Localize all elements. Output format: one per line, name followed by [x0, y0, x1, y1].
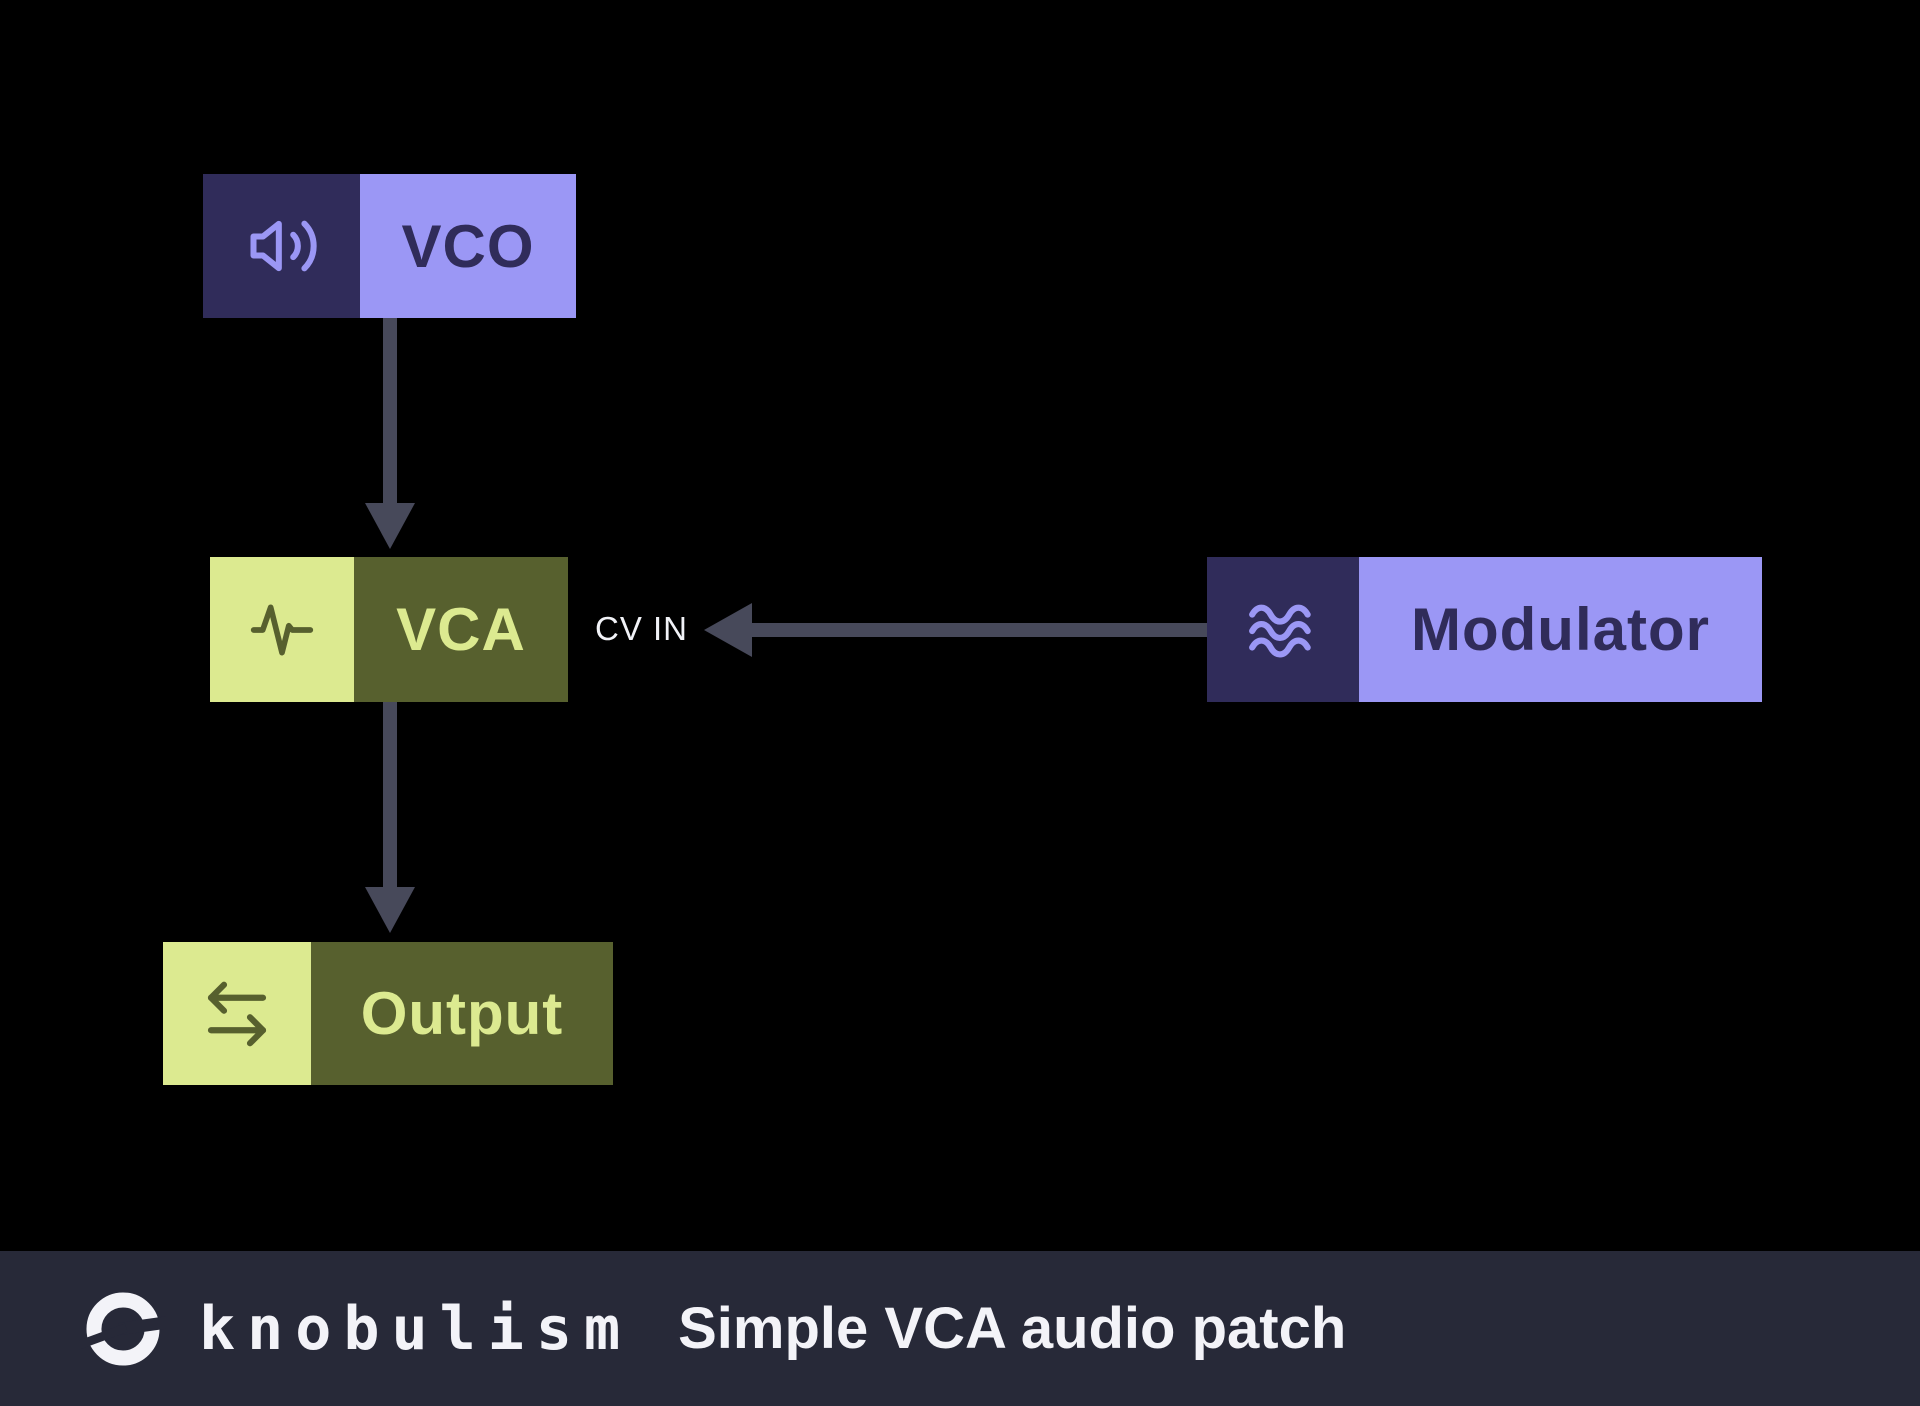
node-output: Output	[163, 942, 613, 1085]
knob-logo-icon	[79, 1285, 167, 1373]
edge-vco-to-vca-line	[383, 318, 397, 505]
waveform-icon	[248, 596, 316, 664]
modulator-label: Modulator	[1359, 557, 1762, 702]
vco-icon-cell	[203, 174, 360, 318]
transfer-arrows-icon	[198, 975, 276, 1053]
modulator-icon-cell	[1207, 557, 1359, 702]
output-label: Output	[311, 942, 613, 1085]
node-modulator: Modulator	[1207, 557, 1762, 702]
vco-label: VCO	[360, 174, 576, 318]
edge-vca-to-output-line	[383, 702, 397, 889]
vca-label: VCA	[354, 557, 568, 702]
edge-modulator-to-vca-line	[750, 623, 1208, 637]
edge-vco-to-vca-arrowhead-icon	[365, 503, 415, 549]
output-icon-cell	[163, 942, 311, 1085]
diagram-title: Simple VCA audio patch	[678, 1296, 1347, 1361]
brand-name: knobulism	[199, 1293, 633, 1364]
cv-in-port-label: CV IN	[595, 610, 689, 648]
footer-bar: knobulism Simple VCA audio patch	[0, 1251, 1920, 1406]
speaker-icon	[244, 208, 320, 284]
edge-vca-to-output-arrowhead-icon	[365, 887, 415, 933]
waves-icon	[1246, 595, 1320, 665]
node-vco: VCO	[203, 174, 576, 318]
node-vca: VCA	[210, 557, 568, 702]
vca-icon-cell	[210, 557, 354, 702]
edge-modulator-to-vca-arrowhead-icon	[704, 603, 752, 657]
